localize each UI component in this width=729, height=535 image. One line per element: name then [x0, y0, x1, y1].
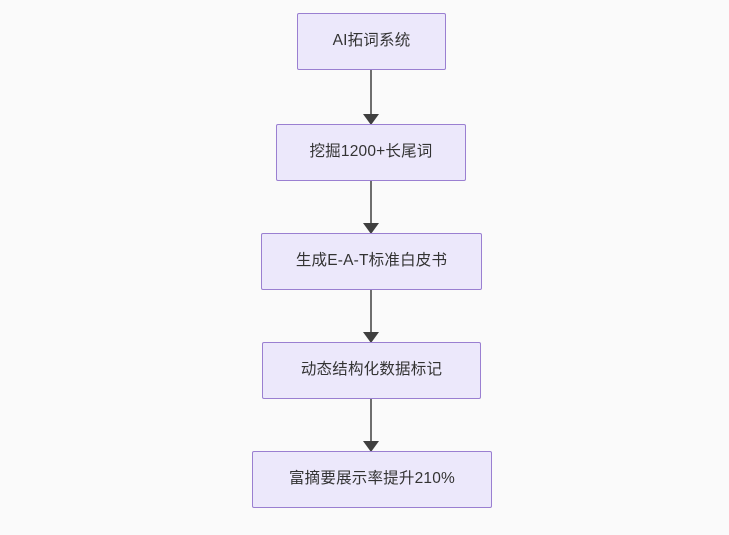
flow-node-label: 富摘要展示率提升210%	[288, 470, 456, 488]
flow-node-rich-snippet-rate-increase[interactable]: 富摘要展示率提升210%	[252, 451, 492, 508]
arrowhead-icon	[363, 441, 379, 452]
edge-n1-n2	[363, 68, 379, 125]
flow-node-label: 挖掘1200+长尾词	[309, 143, 433, 161]
flow-node-dynamic-structured-data-markup[interactable]: 动态结构化数据标记	[262, 342, 481, 399]
edge-n3-n4	[363, 288, 379, 343]
arrowhead-icon	[363, 223, 379, 234]
edge-n2-n3	[363, 179, 379, 234]
arrowhead-icon	[363, 114, 379, 125]
flow-node-generate-eat-whitepaper[interactable]: 生成E-A-T标准白皮书	[261, 233, 482, 290]
flow-node-label: 生成E-A-T标准白皮书	[295, 252, 448, 270]
flow-node-ai-keyword-system[interactable]: AI拓词系统	[297, 13, 446, 70]
flow-node-label: AI拓词系统	[332, 32, 411, 50]
flow-node-label: 动态结构化数据标记	[300, 361, 443, 379]
flow-node-mine-longtail-keywords[interactable]: 挖掘1200+长尾词	[276, 124, 466, 181]
arrowhead-icon	[363, 332, 379, 343]
edge-n4-n5	[363, 397, 379, 452]
